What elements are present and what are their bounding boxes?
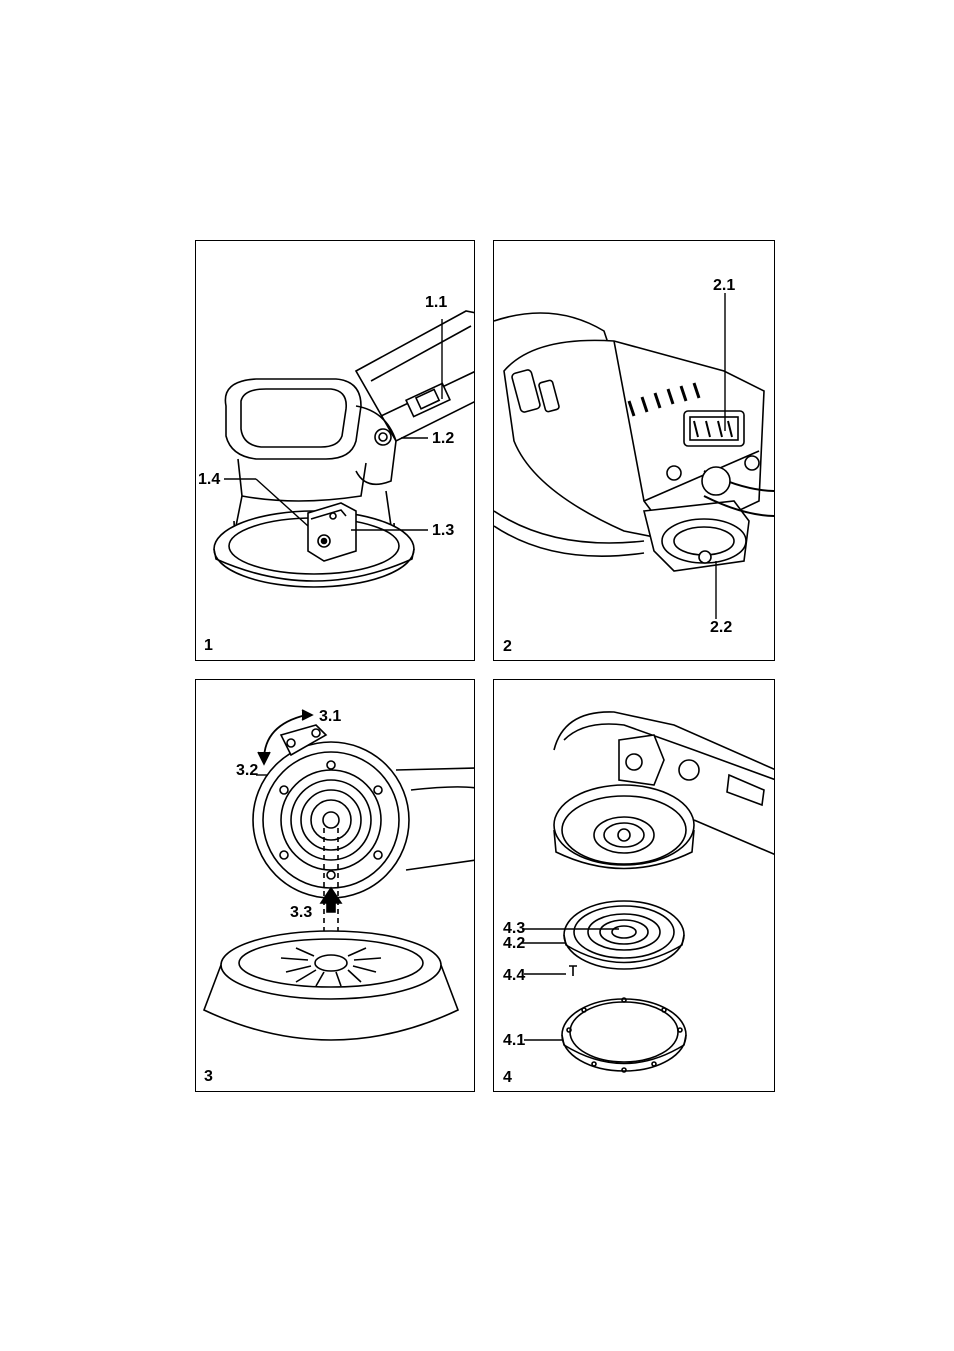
figure-4-panel: 4.3 4.2 4.4 4.1 4 [493, 679, 775, 1092]
figure-1-panel: 1.1 1.2 1.3 1.4 1 [195, 240, 475, 661]
exploded-view-illustration-fig4 [494, 680, 775, 1092]
figure-number-4: 4 [503, 1070, 512, 1086]
callout-4-4: 4.4 [503, 968, 525, 984]
callout-1-3: 1.3 [432, 523, 454, 539]
figure-number-3: 3 [204, 1069, 213, 1085]
callout-1-4: 1.4 [198, 472, 220, 488]
figure-2-panel: 2.1 2.2 2 [493, 240, 775, 661]
figure-3-panel: 3.1 3.2 3.3 3 [195, 679, 475, 1092]
callout-1-1: 1.1 [425, 295, 447, 311]
callout-3-1: 3.1 [319, 709, 341, 725]
pad-mounting-illustration-fig3 [196, 680, 475, 1092]
callout-1-2: 1.2 [432, 431, 454, 447]
callout-2-1: 2.1 [713, 278, 735, 294]
figure-number-2: 2 [503, 639, 512, 655]
callout-4-1: 4.1 [503, 1033, 525, 1049]
sander-rear-illustration-fig2 [494, 241, 775, 661]
callout-3-2: 3.2 [236, 763, 258, 779]
callout-2-2: 2.2 [710, 620, 732, 636]
callout-4-2: 4.2 [503, 936, 525, 952]
callout-3-3: 3.3 [290, 905, 312, 921]
figure-number-1: 1 [204, 638, 213, 654]
